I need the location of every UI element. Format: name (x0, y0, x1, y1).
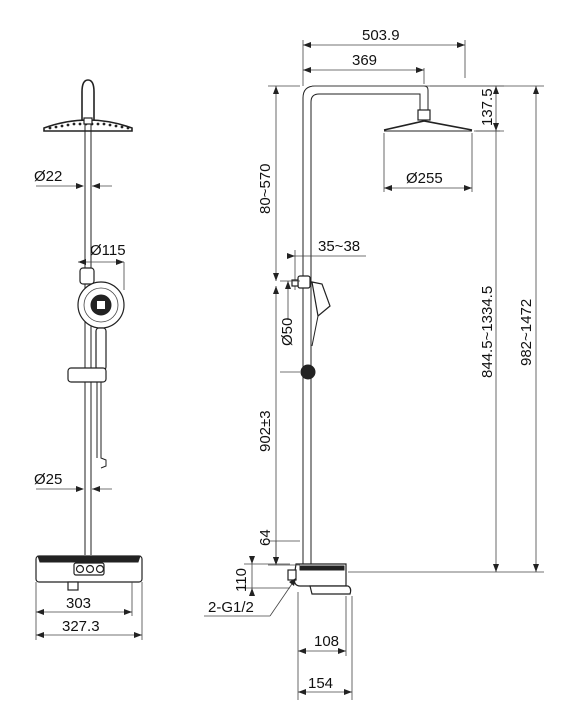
dim-side-base-depth: 154 (308, 675, 333, 692)
dim-side-riser-range: 844.5~1334.5 (479, 286, 496, 378)
dim-side-holder-offset: 35~38 (318, 238, 360, 255)
dim-side-holder-dia: Ø50 (279, 318, 296, 346)
dim-side-overall-reach: 503.9 (362, 27, 400, 44)
front-rain-head (43, 117, 133, 132)
dim-front-total-width: 327.3 (62, 618, 100, 635)
dim-side-base-height: 110 (233, 568, 250, 592)
side-rain-head (383, 109, 473, 132)
dim-front-pipe-dia: Ø22 (34, 168, 62, 185)
dim-side-inlet-thread: 2-G1/2 (208, 599, 254, 616)
dim-side-holder-height: 902±3 (257, 410, 274, 452)
front-upper-bracket (79, 267, 95, 285)
dim-side-mount-height: 64 (257, 529, 274, 546)
dim-side-head-reach: 369 (352, 52, 377, 69)
dim-side-head-dia: Ø255 (406, 170, 443, 187)
side-riser-arm (302, 85, 429, 565)
side-hand-shower-holder (291, 275, 331, 380)
dim-side-adjust-range: 80~570 (257, 164, 274, 214)
front-thermostat-shelf (35, 555, 143, 591)
front-hose (100, 382, 107, 469)
dim-side-inlet-depth: 108 (314, 633, 339, 650)
side-view: 503.9 369 137.5 Ø255 80~570 35~38 (204, 27, 544, 700)
front-view: Ø22 Ø115 Ø25 (34, 79, 143, 640)
dim-side-total-height: 982~1472 (518, 299, 535, 366)
dim-front-hand-shower-dia: Ø115 (90, 242, 126, 259)
front-top-arm (81, 79, 95, 120)
side-thermostat-body (287, 563, 352, 595)
dim-side-head-drop: 137.5 (479, 88, 496, 126)
front-slide-holder (67, 367, 107, 383)
dim-front-riser-dia: Ø25 (34, 471, 62, 488)
dim-front-shelf-width: 303 (66, 595, 91, 612)
